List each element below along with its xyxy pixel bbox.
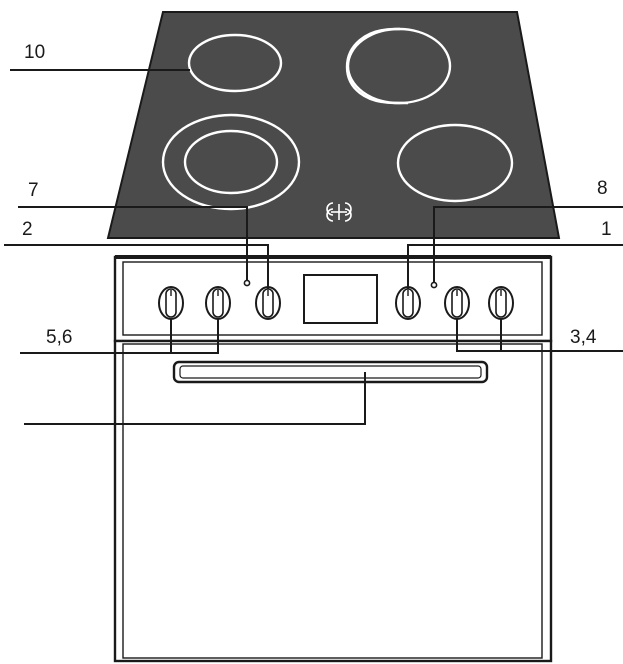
- burner-back-right-extension: [345, 27, 408, 105]
- label-1: 1: [601, 219, 612, 240]
- oven-door-inner: [122, 343, 543, 659]
- leader-1: [407, 244, 623, 289]
- knob-hob-4[interactable]: [488, 286, 514, 320]
- leader-2: [4, 244, 269, 289]
- knob-hob-3[interactable]: [444, 286, 470, 320]
- indicator-light-right: [430, 281, 438, 289]
- oven: [113, 255, 553, 663]
- label-7: 7: [28, 180, 39, 201]
- label-8: 8: [597, 178, 608, 199]
- label-5-6: 5,6: [46, 327, 72, 348]
- knob-hob-2[interactable]: [205, 286, 231, 320]
- leader-7: [18, 206, 248, 280]
- cooktop: [106, 11, 561, 239]
- leader-handle: [24, 372, 366, 425]
- leader-lines: [4, 69, 623, 425]
- oven-door: [113, 339, 553, 663]
- knob-hob-1[interactable]: [158, 286, 184, 320]
- burner-back-left: [187, 33, 283, 93]
- control-panel-inner: [122, 261, 543, 336]
- burner-front-left-outer: [161, 113, 301, 211]
- label-10: 10: [24, 42, 45, 63]
- leader-3-4: [456, 319, 623, 352]
- oven-clock-display: [303, 274, 378, 324]
- callout-labels: 10 7 2 8 1 5,6 3,4: [22, 42, 612, 348]
- leader-8: [433, 206, 623, 282]
- burner-back-right-dual: [345, 27, 452, 105]
- cooktop-glass-surface: [106, 11, 561, 239]
- hob-zone-symbol-icon: [326, 202, 352, 222]
- burner-front-left-dual: [161, 113, 301, 211]
- burner-front-right: [396, 123, 514, 203]
- knob-oven-temperature[interactable]: [395, 286, 421, 320]
- label-3-4: 3,4: [570, 327, 597, 348]
- label-2: 2: [22, 219, 33, 240]
- oven-door-handle-inner: [179, 365, 482, 379]
- knob-oven-function[interactable]: [255, 286, 281, 320]
- burner-front-left-inner: [183, 129, 279, 195]
- oven-door-handle[interactable]: [172, 360, 489, 384]
- indicator-light-left: [243, 279, 251, 287]
- leader-5-6: [20, 319, 219, 354]
